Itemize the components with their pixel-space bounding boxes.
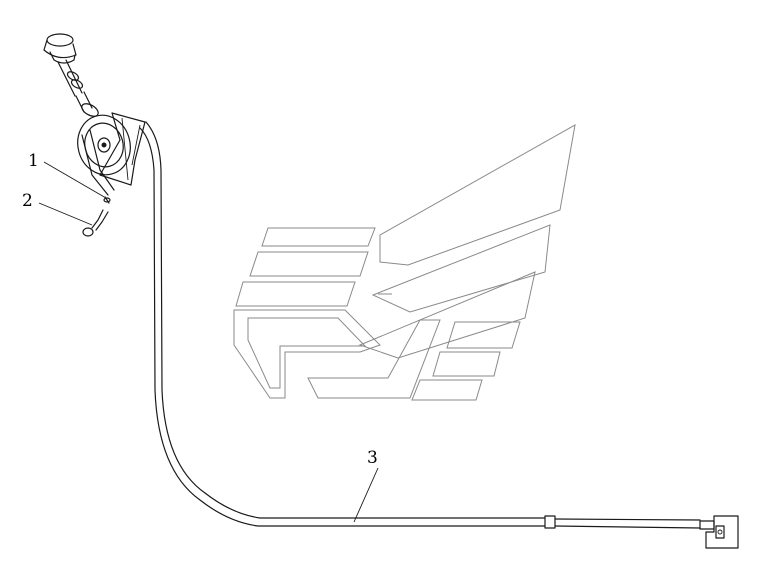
control-cable — [139, 121, 739, 549]
leader-line-1 — [43, 161, 107, 199]
cable-end-fitting-part — [82, 209, 109, 237]
fastener-part — [103, 196, 111, 204]
callout-3: 3 — [367, 448, 378, 468]
brand-logo-watermark — [233, 124, 576, 401]
leader-line-3 — [353, 467, 379, 523]
control-lever-assembly — [43, 33, 146, 196]
callout-1: 1 — [28, 151, 39, 171]
callout-2: 2 — [22, 191, 33, 211]
leader-line-2 — [38, 202, 93, 226]
